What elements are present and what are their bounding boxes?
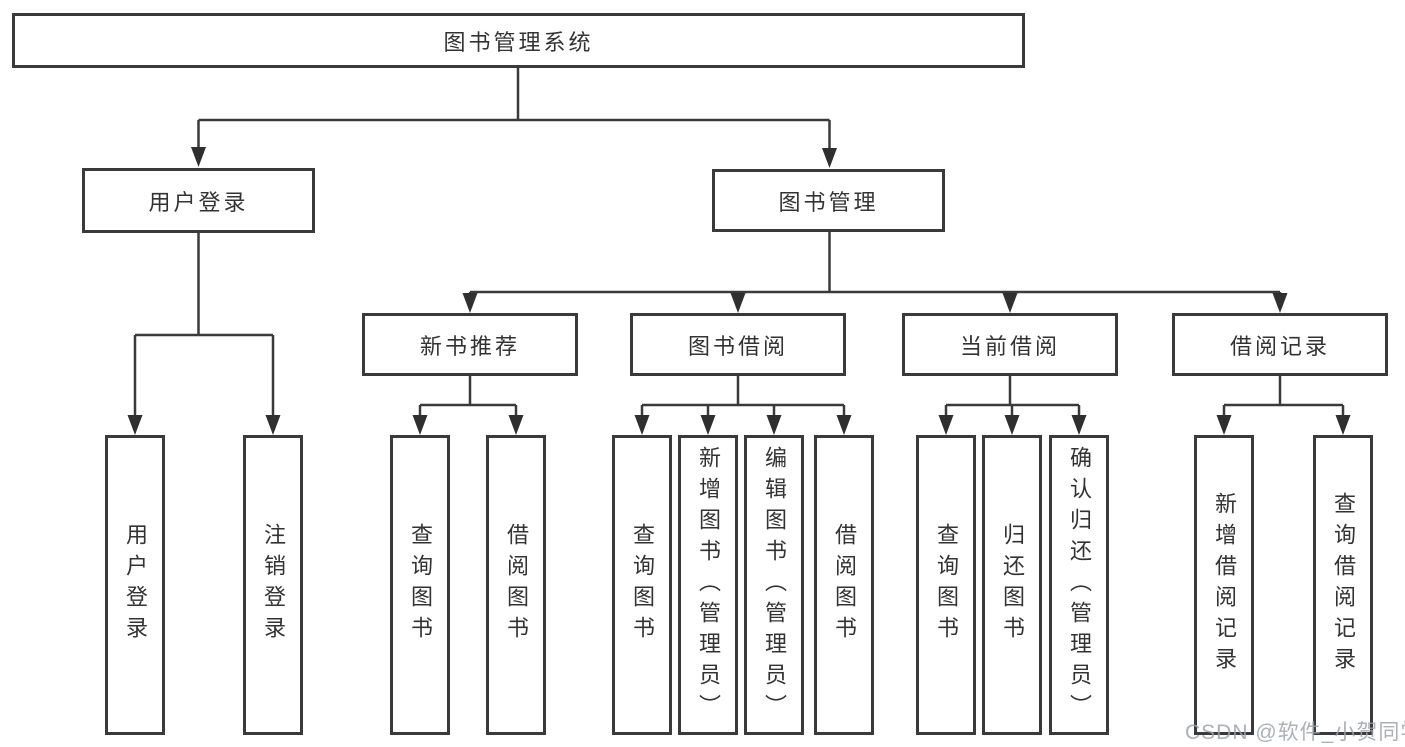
leaf-query-books-recommend: 查询图书 [390, 435, 450, 735]
node-label: 新书推荐 [419, 333, 520, 359]
leaf-label: 查询图书 [630, 523, 655, 647]
leaf-user-login: 用户登录 [105, 435, 165, 735]
csdn-watermark: CSDN @软件_小贺同学 [1185, 721, 1405, 744]
leaf-label: 新增图书（管理员） [696, 445, 721, 725]
leaf-label: 编辑图书（管理员） [762, 445, 787, 725]
leaf-query-borrow-record: 查询借阅记录 [1313, 435, 1373, 735]
leaf-query-books-current: 查询图书 [916, 435, 976, 735]
node-book-management: 图书管理 [712, 169, 945, 232]
node-borrow-records: 借阅记录 [1172, 313, 1388, 376]
leaf-edit-books-admin: 编辑图书（管理员） [744, 435, 804, 735]
leaf-label: 查询借阅记录 [1331, 492, 1356, 678]
node-user-login: 用户登录 [82, 168, 315, 233]
node-new-book-recommend: 新书推荐 [362, 313, 578, 376]
node-book-borrow: 图书借阅 [630, 313, 846, 376]
leaf-borrow-books: 借阅图书 [814, 435, 874, 735]
leaf-add-books-admin: 新增图书（管理员） [678, 435, 738, 735]
leaf-label: 归还图书 [1000, 523, 1025, 647]
leaf-logout: 注销登录 [243, 435, 303, 735]
arrowheads [127, 147, 1351, 435]
leaf-label: 用户登录 [123, 523, 148, 647]
node-label: 借阅记录 [1229, 333, 1330, 359]
node-current-borrow: 当前借阅 [902, 313, 1118, 376]
node-label: 当前借阅 [959, 333, 1060, 359]
node-label: 图书借阅 [687, 333, 788, 359]
node-label: 用户登录 [148, 189, 249, 215]
leaf-confirm-return-admin: 确认归还（管理员） [1049, 435, 1109, 735]
leaf-label: 确认归还（管理员） [1067, 445, 1092, 725]
leaf-borrow-books-recommend: 借阅图书 [486, 435, 546, 735]
leaf-label: 查询图书 [934, 523, 959, 647]
leaf-return-books: 归还图书 [982, 435, 1042, 735]
leaf-label: 借阅图书 [504, 523, 529, 647]
leaf-query-books-borrow: 查询图书 [612, 435, 672, 735]
node-label: 图书管理 [778, 189, 879, 215]
leaf-label: 注销登录 [261, 523, 286, 647]
leaf-label: 新增借阅记录 [1212, 492, 1237, 678]
leaf-label: 查询图书 [408, 523, 433, 647]
leaf-add-borrow-record: 新增借阅记录 [1194, 435, 1254, 735]
node-label: 图书管理系统 [443, 29, 594, 55]
node-system-root: 图书管理系统 [12, 13, 1025, 68]
leaf-label: 借阅图书 [832, 523, 857, 647]
